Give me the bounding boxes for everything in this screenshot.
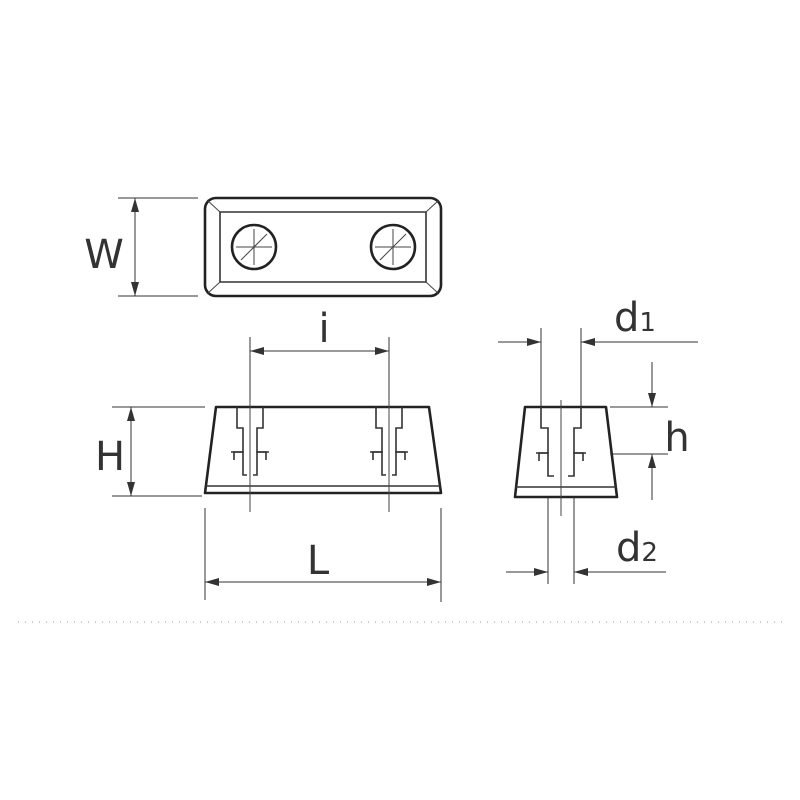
front-view bbox=[203, 400, 443, 512]
side-view bbox=[513, 400, 619, 516]
dimension-h-total bbox=[112, 406, 205, 497]
side-view-hole bbox=[536, 407, 586, 477]
top-view-outline bbox=[203, 196, 443, 298]
top-view-hole-right bbox=[369, 223, 417, 271]
label-i: i bbox=[318, 306, 329, 352]
dimension-w bbox=[118, 197, 198, 297]
front-view-outline bbox=[203, 405, 443, 495]
front-view-hole-left bbox=[231, 407, 269, 476]
side-view-outline bbox=[513, 405, 619, 499]
front-view-centerlines bbox=[249, 400, 390, 512]
label-h-hole: h bbox=[664, 415, 689, 461]
dimension-l bbox=[204, 508, 442, 602]
label-d2: d2 bbox=[616, 525, 658, 571]
dimension-h-hole bbox=[610, 362, 668, 500]
label-l: L bbox=[307, 538, 330, 584]
top-view-chamfer-corners bbox=[206, 199, 440, 295]
label-h-total: H bbox=[95, 434, 125, 480]
top-view-hole-left bbox=[230, 223, 278, 271]
dimension-i bbox=[249, 337, 390, 400]
dimension-d1 bbox=[498, 328, 698, 407]
dimension-d2 bbox=[506, 497, 666, 584]
label-w: W bbox=[84, 232, 124, 278]
top-view bbox=[203, 196, 443, 298]
front-view-hole-right bbox=[370, 407, 408, 476]
label-d1: d1 bbox=[614, 295, 656, 341]
